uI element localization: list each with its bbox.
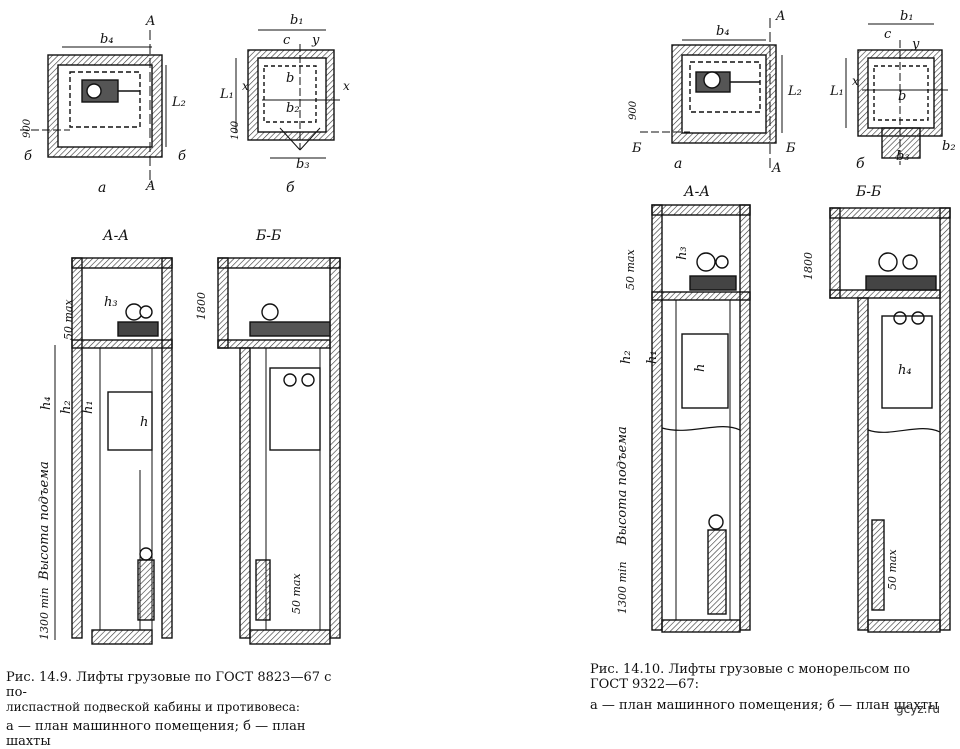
right-sec-aa-h2: h₂ xyxy=(619,350,634,364)
left-plan-machine-room: b₄ L₂ 900 A A б б а xyxy=(20,14,186,196)
right-sec-aa-rise: Высота подъема xyxy=(615,426,630,546)
left-plan-b-y: y xyxy=(311,33,320,48)
left-plan-b-b: b xyxy=(286,71,294,86)
right-plan-b-x: x xyxy=(852,74,859,88)
left-sec-aa-h1: h₁ xyxy=(81,400,96,414)
left-plan-b-x2: x xyxy=(343,79,350,93)
right-caption: Рис. 14.10. Лифты грузовые с монорельсом… xyxy=(590,662,950,713)
left-plan-a-l2: L₂ xyxy=(171,95,186,110)
left-caption-line-2: лиспастной подвеской кабины и противовес… xyxy=(6,700,300,714)
right-sec-aa-max: 50 max xyxy=(624,249,637,290)
left-plan-b-l1: L₁ xyxy=(219,87,234,102)
left-plan-b-b3: b₃ xyxy=(296,157,310,172)
winch-icon xyxy=(81,79,140,103)
left-caption: Рис. 14.9. Лифты грузовые по ГОСТ 8823—6… xyxy=(6,670,346,749)
left-plan-a-sub: а xyxy=(98,180,106,196)
left-sec-bb-title: Б-Б xyxy=(255,228,281,244)
left-plan-a-sec-b2: б xyxy=(178,149,186,164)
right-plan-a-b4: b₄ xyxy=(716,24,730,39)
right-caption-line-1: Рис. 14.10. Лифты грузовые с монорельсом… xyxy=(590,662,911,677)
left-sec-aa-rise: Высота подъема xyxy=(37,461,52,581)
left-plan-a-sec-a2: A xyxy=(145,179,155,194)
left-sec-aa-h3: h₃ xyxy=(104,295,118,310)
right-plan-a-sec-b2: Б xyxy=(785,141,796,156)
left-caption-line-3: а — план машинного помещения; б — план ш… xyxy=(6,719,306,749)
right-aa-winch-icon xyxy=(689,252,737,291)
right-section-bb: Б-Б 1800 h₄ 50 max xyxy=(802,184,951,633)
right-plan-b-b1: b₁ xyxy=(900,9,914,24)
left-section-bb: Б-Б 1800 50 max xyxy=(195,228,341,645)
right-plan-a-dim: 900 xyxy=(628,100,639,120)
left-plan-b-b1: b₁ xyxy=(290,13,304,28)
right-caption-line-3: а — план машинного помещения; б — план ш… xyxy=(590,698,939,713)
right-plan-b-y: y xyxy=(911,37,920,52)
left-plan-a-sec-a1: A xyxy=(145,14,155,29)
left-sec-aa-max: 50 max xyxy=(62,299,75,340)
right-sec-aa-h: h xyxy=(693,364,708,372)
right-plan-a-sec-a1: A xyxy=(775,9,785,24)
right-plan-a-sec-a2: A xyxy=(771,161,781,176)
right-section-aa: А-А h₃ 50 max h₂ h₁ h Высота подъема 130… xyxy=(615,184,751,633)
left-section-aa: А-А h₃ h₄ h₂ h₁ h 50 max Высота подъема … xyxy=(37,228,173,645)
right-plan-b-c: c xyxy=(884,27,892,42)
left-sec-aa-title: А-А xyxy=(102,228,129,244)
left-aa-winch-icon xyxy=(117,303,159,337)
right-plan-shaft: b₁ c y L₁ x b b₂ b₃ б xyxy=(829,9,956,172)
left-sec-aa-h4: h₄ xyxy=(39,396,54,410)
left-sec-bb-dim: 1800 xyxy=(195,292,208,320)
left-plan-b-b2: b₂ xyxy=(286,101,300,116)
right-plan-machine-room: b₄ L₂ 900 A A Б Б а xyxy=(628,9,802,176)
right-sec-bb-title: Б-Б xyxy=(855,184,881,200)
left-plan-b-dim: 100 xyxy=(230,120,241,140)
left-plan-b-sub: б xyxy=(286,180,295,196)
right-sec-aa-min: 1300 min xyxy=(616,561,629,614)
right-sec-bb-h4: h₄ xyxy=(898,363,912,378)
right-sec-aa-title: А-А xyxy=(683,184,710,200)
left-sec-aa-h2: h₂ xyxy=(59,400,74,414)
right-sec-bb-dim: 1800 xyxy=(802,252,815,280)
right-plan-a-l2: L₂ xyxy=(787,84,802,99)
left-plan-b-x: x xyxy=(242,79,249,93)
right-plan-b-l1: L₁ xyxy=(829,84,844,99)
right-plan-b-b: b xyxy=(898,89,906,104)
right-plan-b-b3: b₃ xyxy=(896,149,910,164)
drawing-sheet: b₄ L₂ 900 A A б б а b₁ c y L₁ x b x b₂ b… xyxy=(20,9,956,645)
left-sec-aa-min: 1300 min xyxy=(38,587,51,640)
watermark: gcyz.ru xyxy=(896,702,940,716)
right-sec-aa-h1: h₁ xyxy=(645,350,660,364)
left-plan-a-dim: 900 xyxy=(22,118,33,138)
left-sec-bb-max: 50 max xyxy=(290,573,303,614)
left-plan-shaft: b₁ c y L₁ x b x b₂ b₃ 100 б xyxy=(219,13,350,196)
left-sec-aa-h: h xyxy=(140,415,148,430)
right-sec-bb-max: 50 max xyxy=(886,549,899,590)
left-plan-b-c: c xyxy=(283,33,291,48)
right-caption-line-2: ГОСТ 9322—67: xyxy=(590,677,700,692)
right-plan-a-sec-b1: Б xyxy=(631,141,642,156)
right-sec-aa-h3: h₃ xyxy=(675,246,690,260)
left-plan-a-sec-b1: б xyxy=(24,149,32,164)
right-winch-icon xyxy=(695,71,760,93)
left-caption-line-1: Рис. 14.9. Лифты грузовые по ГОСТ 8823—6… xyxy=(6,670,332,700)
right-plan-b-sub: б xyxy=(856,156,865,172)
right-plan-b-b2: b₂ xyxy=(942,139,956,154)
left-plan-a-b4: b₄ xyxy=(100,32,114,47)
right-plan-a-sub: а xyxy=(674,156,682,172)
